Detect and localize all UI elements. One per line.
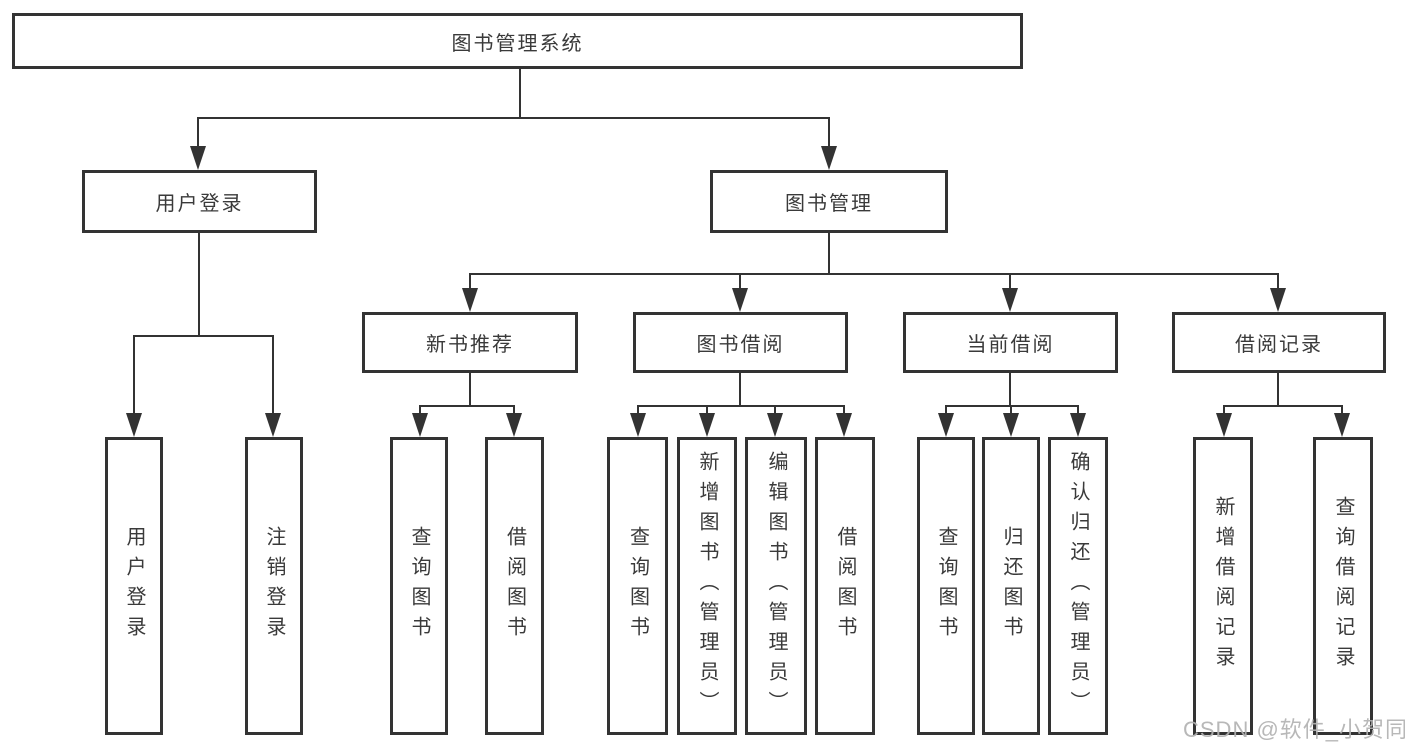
arrowhead-down-icon: [938, 413, 954, 437]
arrowhead-down-icon: [836, 413, 852, 437]
leaf-query-borrow-record: 查询借阅记录: [1313, 437, 1373, 735]
connector-line: [1009, 274, 1011, 290]
connector-line: [637, 405, 845, 407]
leaf-return-books: 归还图书: [982, 437, 1040, 735]
connector-line: [843, 406, 845, 415]
arrowhead-down-icon: [767, 413, 783, 437]
connector-line: [133, 335, 274, 337]
connector-line: [469, 373, 471, 406]
connector-line: [1010, 406, 1012, 415]
leaf-add-books-admin: 新增图书（管理员）: [677, 437, 737, 735]
connector-line: [1277, 373, 1279, 406]
arrowhead-down-icon: [1334, 413, 1350, 437]
node-book-borrowing: 图书借阅: [633, 312, 848, 373]
connector-line: [774, 406, 776, 415]
connector-line: [1223, 406, 1225, 415]
leaf-logout: 注销登录: [245, 437, 303, 735]
arrowhead-down-icon: [821, 146, 837, 170]
leaf-edit-books-admin: 编辑图书（管理员）: [745, 437, 807, 735]
arrowhead-down-icon: [630, 413, 646, 437]
connector-line: [637, 406, 639, 415]
connector-line: [945, 406, 947, 415]
node-book-management: 图书管理: [710, 170, 948, 233]
watermark: CSDN @软件_小贺同学: [1183, 717, 1405, 742]
arrowhead-down-icon: [412, 413, 428, 437]
connector-line: [272, 336, 274, 415]
connector-line: [198, 233, 200, 336]
node-new-book-recommend: 新书推荐: [362, 312, 578, 373]
connector-line: [828, 233, 830, 274]
arrowhead-down-icon: [1070, 413, 1086, 437]
leaf-query-books-current: 查询图书: [917, 437, 975, 735]
connector-line: [1077, 406, 1079, 415]
connector-line: [133, 336, 135, 415]
connector-line: [828, 118, 830, 148]
connector-line: [513, 406, 515, 415]
leaf-add-borrow-record: 新增借阅记录: [1193, 437, 1253, 735]
arrowhead-down-icon: [732, 288, 748, 312]
arrowhead-down-icon: [1216, 413, 1232, 437]
arrowhead-down-icon: [506, 413, 522, 437]
leaf-query-books-borrowing: 查询图书: [607, 437, 668, 735]
connector-line: [469, 273, 1279, 275]
leaf-borrow-books: 借阅图书: [815, 437, 875, 735]
connector-line: [419, 405, 515, 407]
connector-line: [1009, 373, 1011, 406]
connector-line: [945, 405, 1079, 407]
connector-line: [739, 373, 741, 406]
leaf-borrow-books-recommend: 借阅图书: [485, 437, 544, 735]
connector-line: [739, 274, 741, 290]
connector-line: [419, 406, 421, 415]
connector-line: [469, 274, 471, 290]
leaf-query-books-recommend: 查询图书: [390, 437, 448, 735]
node-library-management-system: 图书管理系统: [12, 13, 1023, 69]
arrowhead-down-icon: [1003, 413, 1019, 437]
arrowhead-down-icon: [699, 413, 715, 437]
connector-line: [197, 117, 830, 119]
connector-line: [706, 406, 708, 415]
leaf-user-login: 用户登录: [105, 437, 163, 735]
arrowhead-down-icon: [1002, 288, 1018, 312]
node-borrowing-records: 借阅记录: [1172, 312, 1386, 373]
arrowhead-down-icon: [1270, 288, 1286, 312]
arrowhead-down-icon: [462, 288, 478, 312]
node-current-borrowing: 当前借阅: [903, 312, 1118, 373]
connector-line: [1223, 405, 1343, 407]
connector-line: [197, 118, 199, 148]
arrowhead-down-icon: [190, 146, 206, 170]
connector-line: [519, 69, 521, 118]
node-user-login: 用户登录: [82, 170, 317, 233]
arrowhead-down-icon: [265, 413, 281, 437]
connector-line: [1277, 274, 1279, 290]
leaf-confirm-return-admin: 确认归还（管理员）: [1048, 437, 1108, 735]
arrowhead-down-icon: [126, 413, 142, 437]
connector-line: [1341, 406, 1343, 415]
